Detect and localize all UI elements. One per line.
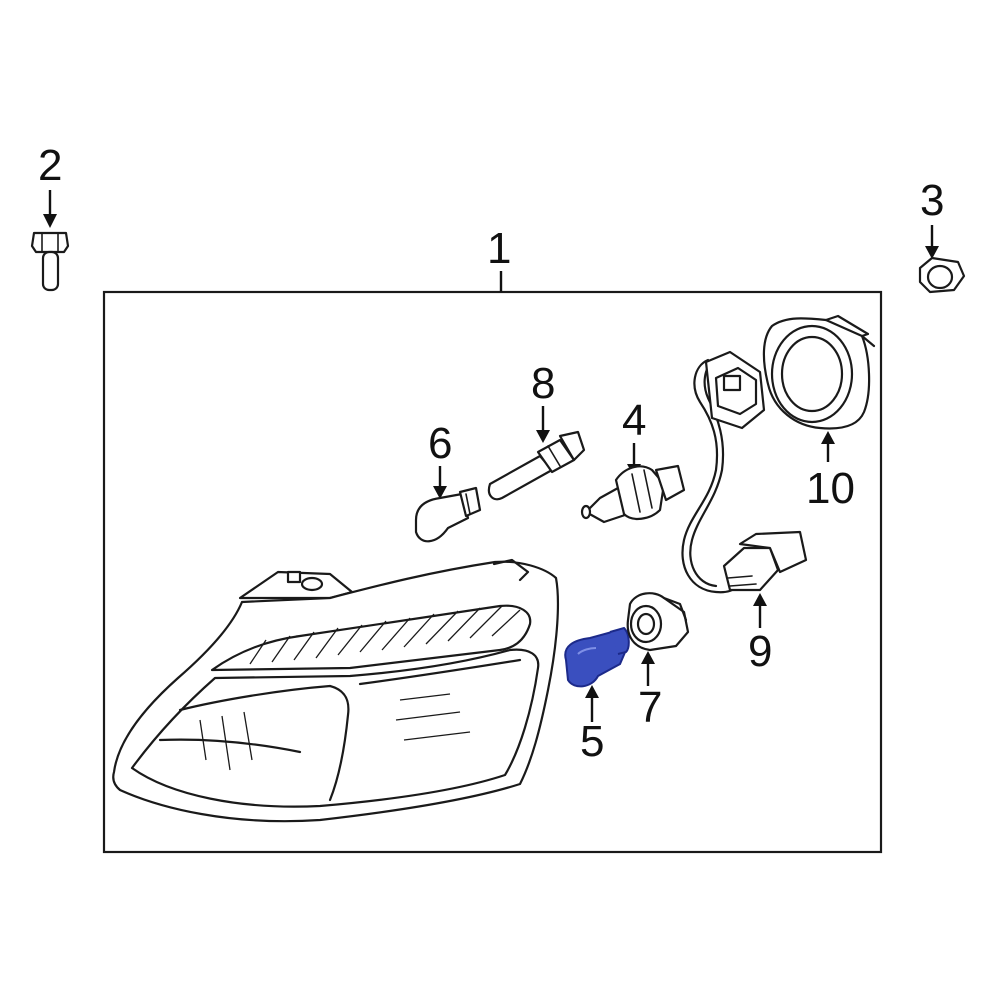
callout-8-arrowhead [536, 430, 550, 443]
callout-7[interactable]: 7 [638, 651, 662, 732]
callout-10-label: 10 [806, 464, 855, 513]
part-8-halogen-bulb[interactable] [487, 430, 586, 501]
callout-5[interactable]: 5 [580, 685, 604, 766]
callout-2[interactable]: 2 [38, 141, 62, 228]
callout-9[interactable]: 9 [748, 593, 772, 676]
part-7-socket[interactable] [626, 592, 690, 652]
part-9-wiring-harness[interactable] [681, 350, 808, 594]
part-2-bolt[interactable] [30, 231, 70, 292]
callout-4-label: 4 [622, 396, 646, 445]
part-4-headlamp-bulb[interactable] [580, 464, 686, 524]
callout-9-arrowhead [753, 593, 767, 606]
callout-7-label: 7 [638, 683, 662, 732]
callout-3-label: 3 [920, 176, 944, 225]
callout-6[interactable]: 6 [428, 419, 452, 499]
callout-10[interactable]: 10 [806, 431, 855, 513]
callout-3-arrowhead [925, 246, 939, 259]
callout-2-label: 2 [38, 141, 62, 190]
callout-7-arrowhead [641, 651, 655, 664]
callout-5-label: 5 [580, 717, 604, 766]
callout-9-label: 9 [748, 627, 772, 676]
callout-3[interactable]: 3 [920, 176, 944, 259]
part-10-dust-cap[interactable] [762, 314, 876, 430]
callout-2-arrowhead [43, 214, 57, 228]
callout-1-label: 1 [487, 224, 511, 273]
callout-8-label: 8 [531, 359, 555, 408]
callout-1[interactable]: 1 [487, 224, 511, 292]
callout-10-arrowhead [821, 431, 835, 444]
part-3-nut[interactable] [918, 256, 966, 294]
part-6-wedge-bulb[interactable] [414, 486, 482, 543]
callout-8[interactable]: 8 [531, 359, 555, 443]
callout-6-arrowhead [433, 486, 447, 499]
callout-4[interactable]: 4 [622, 396, 646, 477]
callout-5-arrowhead [585, 685, 599, 698]
assembly-frame [102, 290, 883, 854]
part-1-headlamp-assembly[interactable] [112, 558, 559, 823]
part-5-bulb-highlighted[interactable] [564, 626, 630, 688]
callout-6-label: 6 [428, 419, 452, 468]
